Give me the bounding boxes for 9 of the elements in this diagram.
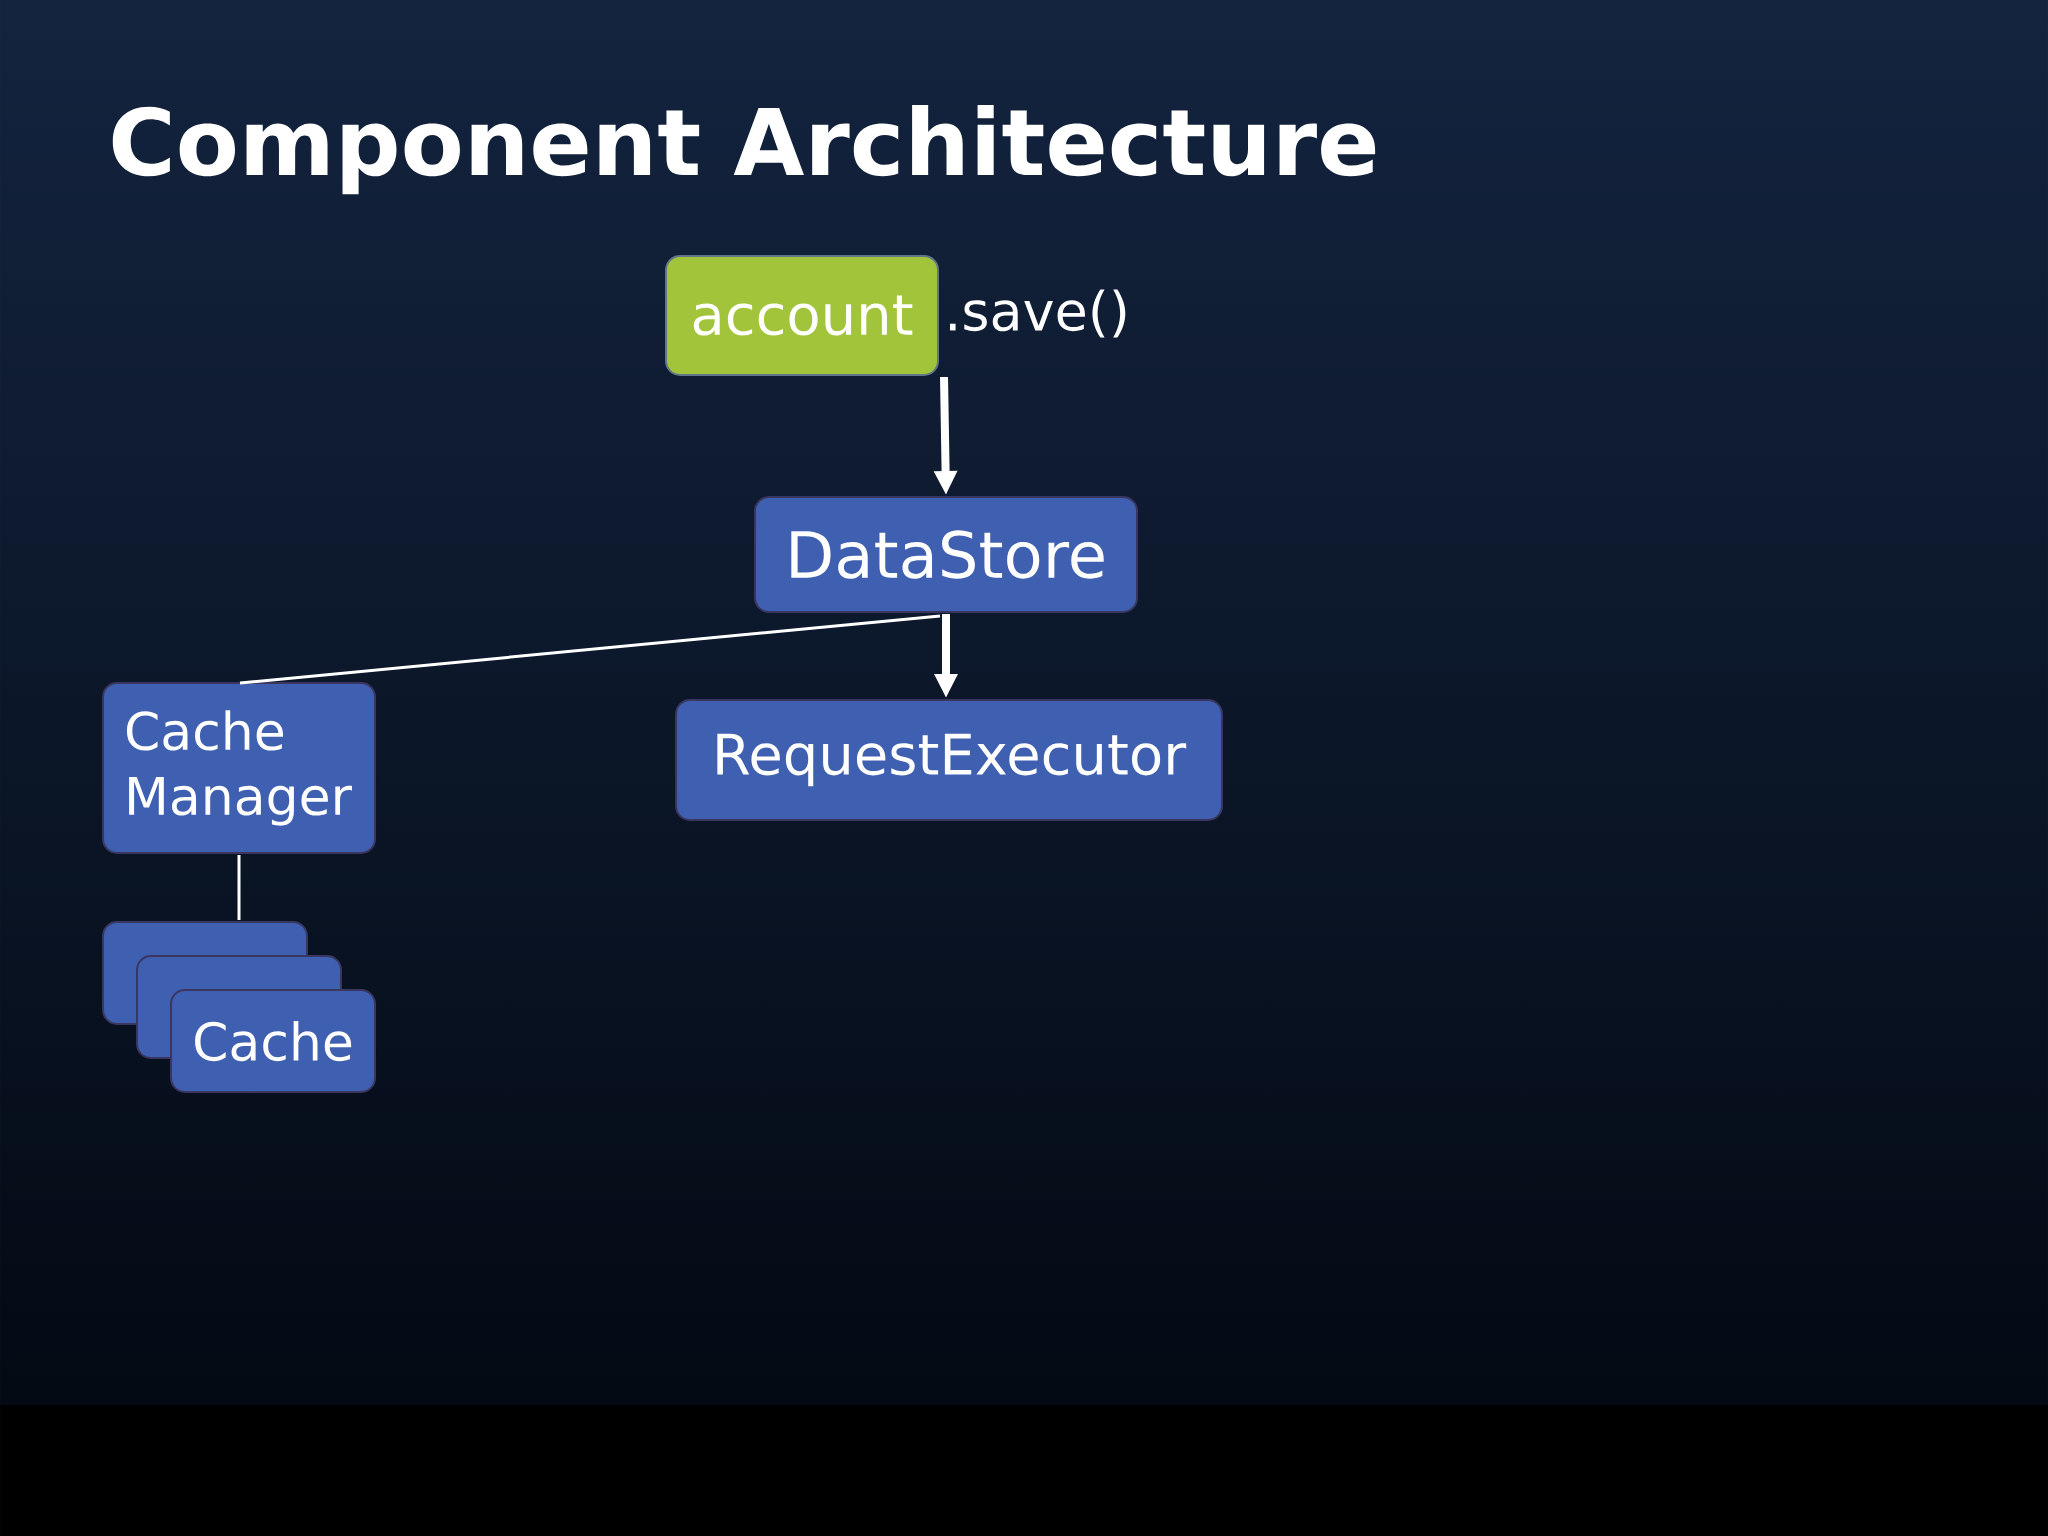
component-box: Cache Manager [102,682,376,854]
connector-line [237,855,241,920]
component-box: RequestExecutor [675,699,1223,821]
component-box: account [665,255,939,376]
component-box: DataStore [754,496,1138,613]
method-call: .save() [950,289,1126,338]
slide-title: Component Architecture [112,105,1376,195]
connector-line [239,614,941,685]
component-box: Cache [170,989,376,1093]
